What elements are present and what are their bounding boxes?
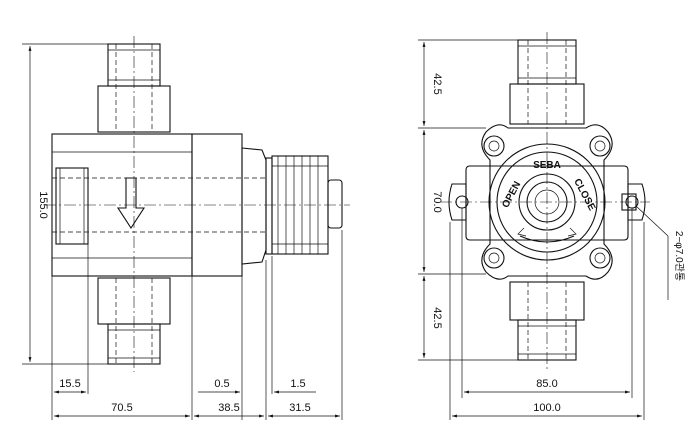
dim-1-5-label: 1.5	[290, 378, 305, 390]
dim-15-5-label: 15.5	[59, 378, 80, 390]
dim-0-5: 0.5	[198, 378, 240, 394]
flow-arrow-icon	[116, 177, 146, 230]
side-mount-plate	[448, 165, 646, 241]
dim-side-70-0: 70.0	[431, 191, 443, 212]
front-view: 155.0 15.5 0.5 1.5 70.5	[22, 36, 350, 420]
dim-155: 155.0	[22, 43, 108, 365]
dim-38-5-label: 38.5	[218, 402, 239, 414]
dim-38-5: 38.5	[194, 402, 264, 418]
dim-0-5-label: 0.5	[214, 378, 229, 390]
dim-side-85-0: 85.0	[536, 378, 557, 390]
dim-side-top-42-5: 42.5	[431, 73, 443, 94]
dim-155-label: 155.0	[37, 191, 49, 219]
dim-side-bottom-42-5: 42.5	[431, 307, 443, 328]
dim-1-5: 1.5	[274, 378, 316, 394]
knob-label-seba: SEBA	[533, 160, 561, 171]
dim-side-100-0: 100.0	[533, 402, 561, 414]
dim-31-5: 31.5	[268, 402, 340, 418]
dim-31-5-label: 31.5	[289, 402, 310, 414]
dim-70-5-label: 70.5	[111, 402, 132, 414]
hole-note-label: 2−φ7.0관통	[673, 231, 685, 281]
side-flange	[481, 124, 613, 280]
side-view: SEBA OPEN CLOSE 42.5 70.0 42.5 85.0 100.…	[418, 32, 685, 420]
dim-70-5: 70.5	[54, 402, 190, 418]
dim-15-5: 15.5	[54, 244, 89, 394]
